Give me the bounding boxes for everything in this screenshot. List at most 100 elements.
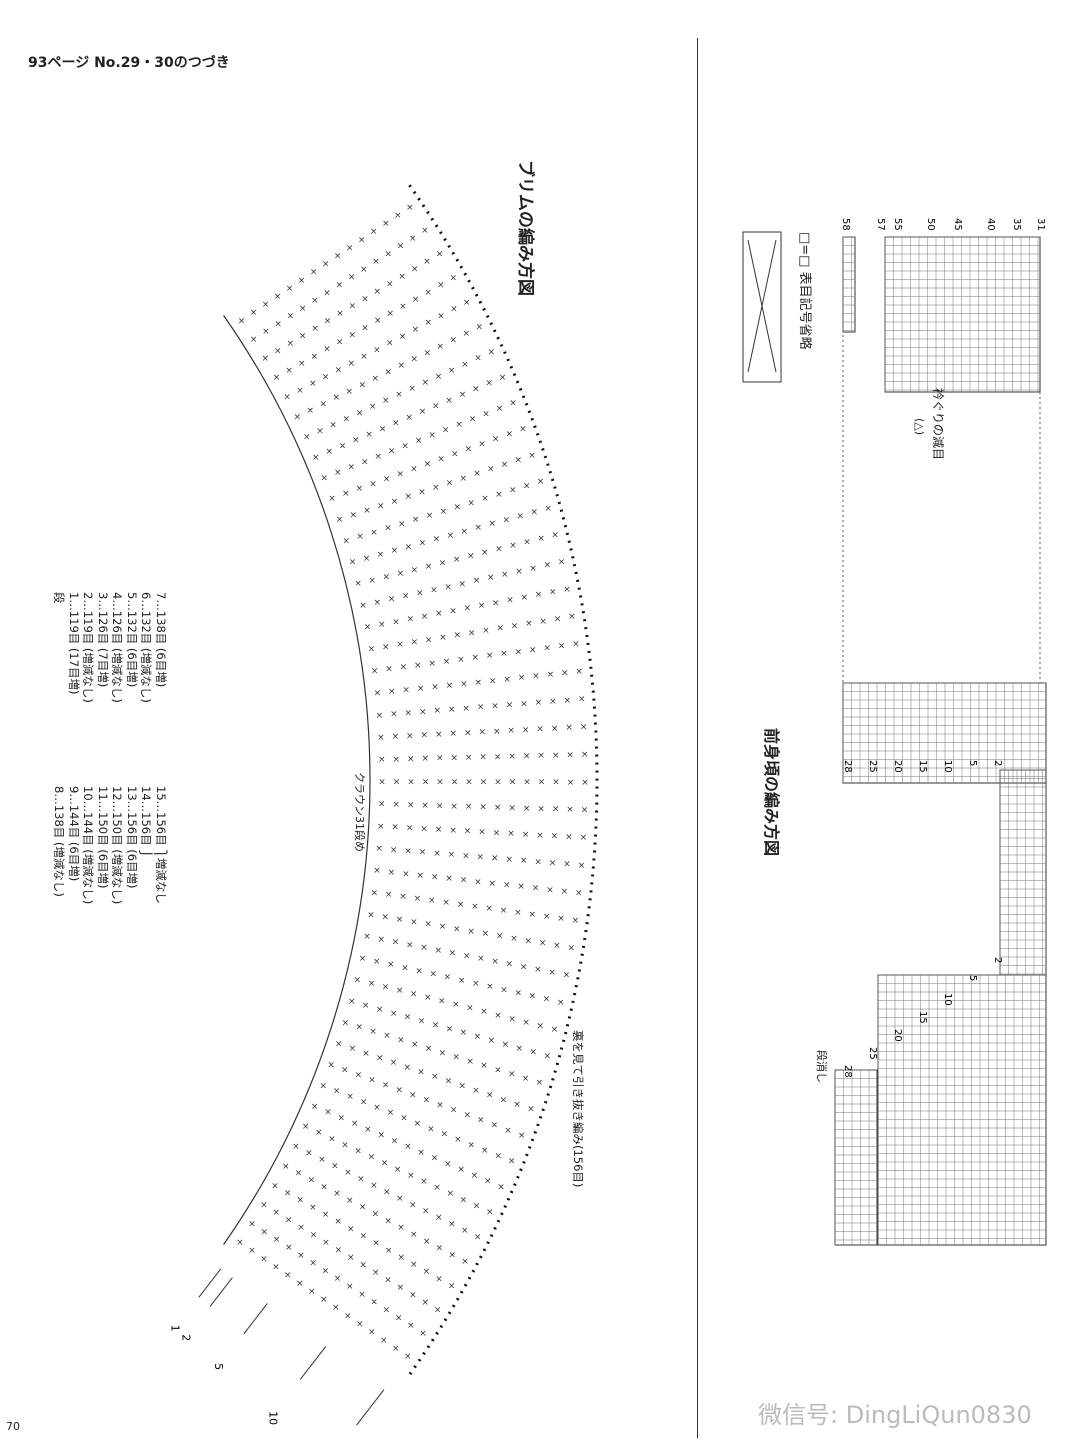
stitch-mark: ×: [461, 1257, 469, 1267]
stitch-mark: ×: [464, 728, 472, 738]
stitch-mark: ×: [485, 904, 493, 914]
stitch-mark: ×: [424, 288, 432, 298]
stitch-mark: ×: [496, 624, 504, 634]
stitch-mark: ×: [552, 778, 560, 788]
stitch-mark: ×: [489, 519, 497, 529]
row-number: 1: [169, 1325, 182, 1332]
stitch-mark: ×: [341, 1140, 349, 1150]
front-title: 前身頃の編み方図: [762, 728, 781, 857]
stitch-mark: ×: [250, 308, 258, 318]
stitch-mark: ×: [349, 302, 357, 312]
stitch-mark: ×: [295, 1169, 303, 1179]
stitch-mark: ×: [344, 1168, 352, 1178]
stitch-mark: ×: [474, 354, 482, 364]
stitch-mark: ×: [509, 778, 517, 788]
stitch-mark: ×: [537, 804, 545, 814]
stitch-mark: ×: [474, 877, 482, 887]
stitch-mark: ×: [323, 288, 331, 298]
stitch-mark: ×: [387, 1108, 395, 1118]
stitch-mark: ×: [296, 1279, 304, 1289]
stitch-mark: ×: [439, 633, 447, 643]
stitch-mark: ×: [451, 449, 459, 459]
page-number: 70: [6, 1420, 20, 1433]
stitch-mark: ×: [335, 1246, 343, 1256]
stitch-mark: ×: [349, 330, 357, 340]
stitch-mark: ×: [386, 309, 394, 319]
stitch-mark: ×: [488, 1036, 496, 1046]
row-arrow: [198, 1268, 222, 1298]
stitch-mark: ×: [506, 700, 514, 710]
stitch-mark: ×: [324, 317, 332, 327]
row-number: 25: [867, 760, 878, 773]
stitch-mark: ×: [397, 469, 405, 479]
stitch-mark: ×: [460, 474, 468, 484]
neck-chart-strip: [842, 236, 856, 333]
stitch-mark: ×: [445, 1077, 453, 1087]
stitch-mark: ×: [433, 1183, 441, 1193]
stitch-mark: ×: [480, 1061, 488, 1071]
stitch-mark: ×: [420, 943, 428, 953]
stitch-mark: ×: [424, 459, 432, 469]
stitch-mark: ×: [397, 569, 405, 579]
stitch-mark: ×: [467, 927, 475, 937]
crown-label: クラウン31段め: [353, 772, 366, 852]
stitch-mark: ×: [347, 1253, 355, 1263]
stitch-mark: ×: [354, 579, 362, 589]
stitch-mark: ×: [453, 924, 461, 934]
row-arrow: [243, 1303, 268, 1335]
row-number: 20: [892, 760, 903, 773]
stitch-mark: ×: [478, 440, 486, 450]
stitch-mark: ×: [410, 917, 418, 927]
stitch-mark: ×: [404, 1142, 412, 1152]
stitch-mark: ×: [287, 312, 295, 322]
stitch-mark: ×: [537, 751, 545, 761]
stitch-mark: ×: [347, 463, 355, 473]
stitch-mark: ×: [539, 617, 547, 627]
stitch-mark: ×: [477, 954, 485, 964]
stitch-mark: ×: [414, 1119, 422, 1129]
stitch-mark: ×: [336, 338, 344, 348]
row-number: 2: [180, 1334, 193, 1341]
stitch-mark: ×: [448, 366, 456, 376]
stitch-mark: ×: [402, 869, 410, 879]
stitch-mark: ×: [477, 703, 485, 713]
stitch-mark: ×: [392, 800, 400, 810]
stitch-mark: ×: [285, 1243, 293, 1253]
stitch-mark: ×: [522, 1074, 530, 1084]
stitch-mark: ×: [455, 420, 463, 430]
stitch-mark: ×: [370, 1298, 378, 1308]
stitch-mark: ×: [374, 287, 382, 297]
stitch-mark: ×: [520, 962, 528, 972]
stitch-mark: ×: [537, 477, 545, 487]
stitch-mark: ×: [543, 1052, 551, 1062]
stitch-mark: ×: [302, 1122, 310, 1132]
stitch-mark: ×: [409, 1290, 417, 1300]
brim-title: ブリムの編み方図: [515, 160, 535, 296]
stitch-mark: ×: [236, 1238, 244, 1248]
stitch-mark: ×: [453, 1053, 461, 1063]
stitch-mark: ×: [385, 665, 393, 675]
stitch-mark: ×: [309, 1259, 317, 1269]
stitch-mark: ×: [451, 778, 459, 788]
stitch-mark: ×: [312, 453, 320, 463]
stitch-mark: ×: [311, 352, 319, 362]
stitch-mark: ×: [405, 492, 413, 502]
stitch-mark: ×: [532, 884, 540, 894]
stitch-mark: ×: [392, 755, 400, 765]
stitch-mark: ×: [386, 339, 394, 349]
row-number: 5: [212, 1363, 225, 1370]
stitch-mark: ×: [423, 257, 431, 267]
stitch-mark: ×: [414, 894, 422, 904]
stitch-mark: ×: [507, 829, 515, 839]
stitch-mark: ×: [377, 822, 385, 832]
stitch-mark: ×: [322, 1266, 330, 1276]
stitch-mark: ×: [404, 1013, 412, 1023]
stitch-mark: ×: [432, 1020, 440, 1030]
stitch-mark: ×: [374, 689, 382, 699]
stitch-mark: ×: [529, 564, 537, 574]
stitch-mark: ×: [435, 730, 443, 740]
stitch-mark: ×: [487, 573, 495, 583]
stitch-mark: ×: [575, 667, 583, 677]
stitch-mark: ×: [348, 273, 356, 283]
stitch-mark: ×: [478, 828, 486, 838]
